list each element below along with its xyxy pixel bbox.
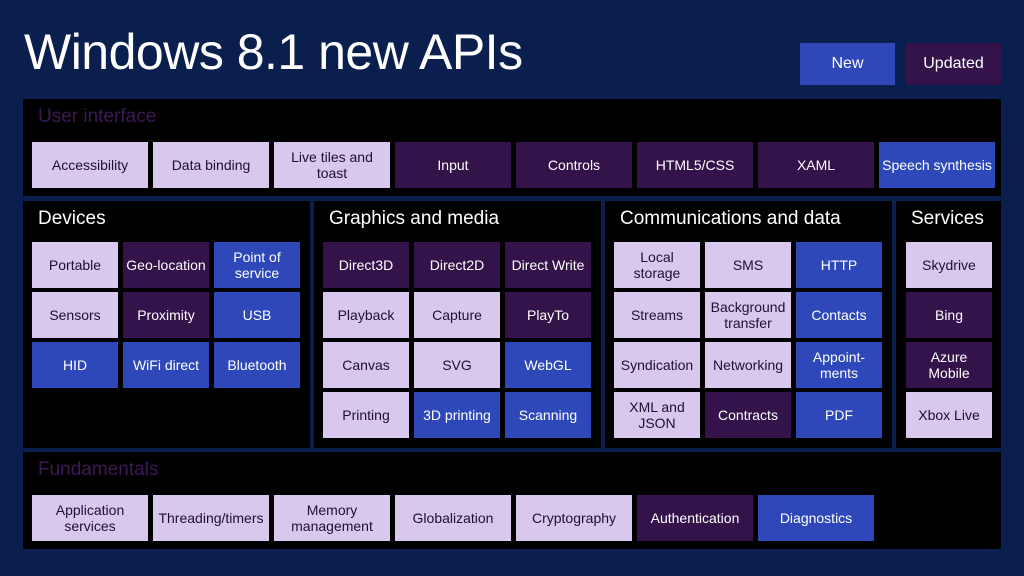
api-tile: WebGL bbox=[505, 342, 591, 388]
api-tile: Capture bbox=[414, 292, 500, 338]
api-tile: Input bbox=[395, 142, 511, 188]
devices-heading: Devices bbox=[38, 208, 106, 229]
api-tile: Proximity bbox=[123, 292, 209, 338]
api-tile: Bluetooth bbox=[214, 342, 300, 388]
api-tile: XML and JSON bbox=[614, 392, 700, 438]
user-interface-heading: User interface bbox=[38, 106, 157, 127]
api-tile: Globalization bbox=[395, 495, 511, 541]
api-tile: Xbox Live bbox=[906, 392, 992, 438]
api-tile: 3D printing bbox=[414, 392, 500, 438]
api-tile: SMS bbox=[705, 242, 791, 288]
api-tile: Accessibility bbox=[32, 142, 148, 188]
api-tile: Azure Mobile bbox=[906, 342, 992, 388]
legend-new: New bbox=[800, 43, 895, 85]
api-tile: XAML bbox=[758, 142, 874, 188]
api-tile: Direct2D bbox=[414, 242, 500, 288]
api-tile: Bing bbox=[906, 292, 992, 338]
api-tile: Direct3D bbox=[323, 242, 409, 288]
api-tile: Sensors bbox=[32, 292, 118, 338]
api-tile: Speech synthesis bbox=[879, 142, 995, 188]
communications-data-heading: Communications and data bbox=[620, 208, 841, 229]
api-tile: Diagnostics bbox=[758, 495, 874, 541]
api-tile: Canvas bbox=[323, 342, 409, 388]
api-tile: Cryptography bbox=[516, 495, 632, 541]
services-heading: Services bbox=[911, 208, 984, 229]
legend-updated: Updated bbox=[906, 43, 1001, 85]
api-tile: HID bbox=[32, 342, 118, 388]
api-tile: Application services bbox=[32, 495, 148, 541]
api-tile: Direct Write bbox=[505, 242, 591, 288]
api-tile: WiFi direct bbox=[123, 342, 209, 388]
api-tile: USB bbox=[214, 292, 300, 338]
api-tile: Authentication bbox=[637, 495, 753, 541]
api-tile: Appoint-ments bbox=[796, 342, 882, 388]
api-tile: Skydrive bbox=[906, 242, 992, 288]
page-title: Windows 8.1 new APIs bbox=[24, 24, 523, 80]
api-tile: Local storage bbox=[614, 242, 700, 288]
api-tile: PDF bbox=[796, 392, 882, 438]
api-tile: SVG bbox=[414, 342, 500, 388]
api-tile: Live tiles and toast bbox=[274, 142, 390, 188]
api-tile: Contracts bbox=[705, 392, 791, 438]
api-tile: PlayTo bbox=[505, 292, 591, 338]
api-tile: HTML5/CSS bbox=[637, 142, 753, 188]
api-tile: Contacts bbox=[796, 292, 882, 338]
api-tile: Geo-location bbox=[123, 242, 209, 288]
api-tile: Data binding bbox=[153, 142, 269, 188]
api-tile: Networking bbox=[705, 342, 791, 388]
api-tile: Playback bbox=[323, 292, 409, 338]
api-tile: Background transfer bbox=[705, 292, 791, 338]
api-tile: HTTP bbox=[796, 242, 882, 288]
api-tile: Memory management bbox=[274, 495, 390, 541]
api-tile: Portable bbox=[32, 242, 118, 288]
api-tile: Printing bbox=[323, 392, 409, 438]
api-tile: Streams bbox=[614, 292, 700, 338]
api-tile: Controls bbox=[516, 142, 632, 188]
fundamentals-heading: Fundamentals bbox=[38, 459, 159, 480]
api-tile: Syndication bbox=[614, 342, 700, 388]
api-tile: Threading/timers bbox=[153, 495, 269, 541]
api-tile: Scanning bbox=[505, 392, 591, 438]
api-tile: Point of service bbox=[214, 242, 300, 288]
graphics-media-heading: Graphics and media bbox=[329, 208, 500, 229]
